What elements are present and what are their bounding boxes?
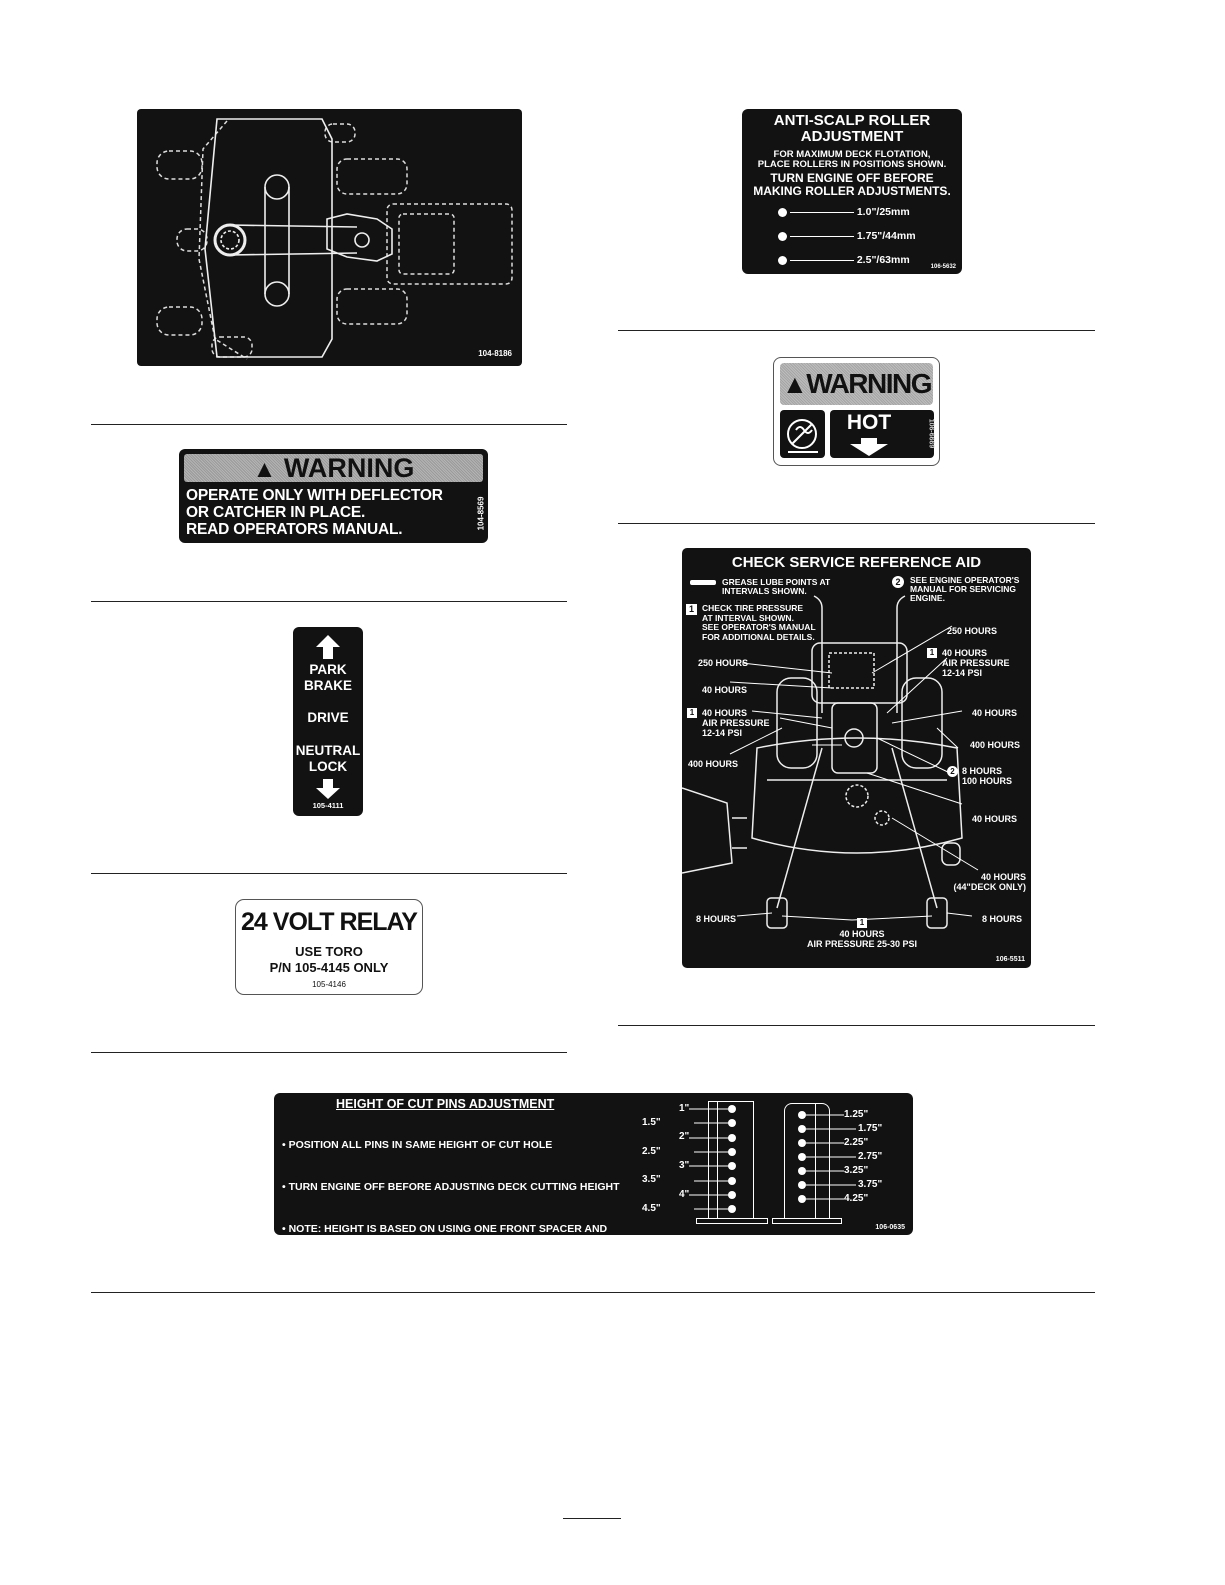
page-number-rule bbox=[563, 1518, 621, 1519]
divider bbox=[91, 424, 567, 425]
pin-bracket-right bbox=[784, 1103, 830, 1219]
legend-grease: GREASE LUBE POINTS AT INTERVALS SHOWN. bbox=[690, 578, 830, 596]
decal-code: 105-4111 bbox=[312, 801, 344, 810]
left-pin-holes-icon bbox=[689, 1105, 736, 1213]
warning-triangle-icon: ▲ bbox=[781, 369, 808, 399]
label-250-hours-left: 250 HOURS bbox=[698, 658, 749, 668]
number-box-icon: 1 bbox=[686, 604, 697, 615]
hot-surface-icon bbox=[780, 410, 825, 458]
divider bbox=[91, 1292, 1095, 1293]
number-box-icon: 1 bbox=[927, 648, 937, 658]
grease-gun-icon bbox=[690, 580, 716, 585]
label-40-hours-right-2: 40 HOURS bbox=[972, 814, 1018, 824]
roller-warning: TURN ENGINE OFF BEFORE MAKING ROLLER ADJ… bbox=[753, 171, 951, 198]
warning-triangle-icon: ▲ bbox=[252, 456, 277, 483]
label-40-hours-right-1: 40 HOURS bbox=[972, 708, 1018, 718]
arrow-down-icon bbox=[316, 779, 340, 799]
roller-dot-icon bbox=[778, 255, 787, 265]
legend-tire: 1 CHECK TIRE PRESSURE AT INTERVAL SHOWN.… bbox=[686, 603, 816, 642]
label-40-hours-left: 40 HOURS bbox=[702, 685, 748, 695]
hot-panel: HOT 106-6669 bbox=[830, 410, 935, 458]
warning-banner: ▲WARNING bbox=[780, 363, 933, 405]
divider bbox=[618, 523, 1095, 524]
pin-bracket-left bbox=[708, 1101, 754, 1219]
divider bbox=[91, 1052, 567, 1053]
decal-code: 105-4146 bbox=[312, 980, 346, 989]
park-brake-label: PARK BRAKE bbox=[303, 662, 352, 693]
divider bbox=[618, 330, 1095, 331]
relay-title: 24 VOLT RELAY bbox=[241, 908, 418, 936]
decal-code: 106-5511 bbox=[995, 956, 1025, 963]
drive-label: DRIVE bbox=[307, 710, 349, 725]
relay-line1: USE TORO bbox=[295, 944, 363, 959]
hot-label: HOT bbox=[846, 411, 892, 434]
number-box-icon: 1 bbox=[857, 918, 867, 928]
decal-104-8186: 104-8186 bbox=[137, 109, 522, 366]
decal-code: 106-6669 bbox=[927, 418, 935, 449]
decal-106-5511: CHECK SERVICE REFERENCE AID GREASE LUBE … bbox=[682, 548, 1031, 968]
number-box-icon: 1 bbox=[687, 708, 697, 718]
label-8-100-hours: 2 8 HOURS 100 HOURS bbox=[947, 766, 1012, 786]
neutral-lock-label: NEUTRAL LOCK bbox=[295, 743, 361, 774]
decal-106-6669: ▲WARNING HOT 106-6669 bbox=[773, 357, 940, 466]
arrow-up-icon bbox=[316, 635, 340, 659]
decal-105-4111: PARK BRAKE DRIVE NEUTRAL LOCK 105-4111 bbox=[293, 627, 363, 816]
roller-position-3: 2.5"/63mm bbox=[778, 253, 910, 267]
decal-105-4146: 24 VOLT RELAY USE TORO P/N 105-4145 ONLY… bbox=[235, 899, 423, 995]
roller-position-2: 1.75"/44mm bbox=[778, 229, 916, 243]
number-circle-icon: 2 bbox=[892, 576, 904, 588]
decal-106-0635: HEIGHT OF CUT PINS ADJUSTMENT • POSITION… bbox=[274, 1093, 913, 1428]
decal-code: 106-5632 bbox=[930, 264, 956, 270]
decal-code: 106-0635 bbox=[875, 1224, 905, 1231]
decal-code: 104-8186 bbox=[478, 349, 512, 358]
roller-dot-icon bbox=[778, 207, 787, 217]
arrow-down-icon bbox=[850, 438, 888, 456]
label-400-hours-left: 400 HOURS bbox=[688, 759, 739, 769]
mower-service-diagram-icon bbox=[682, 595, 979, 929]
roller-title: ANTI-SCALP ROLLER ADJUSTMENT bbox=[773, 112, 931, 145]
label-8-hours-left: 8 HOURS bbox=[696, 914, 737, 924]
label-40-hours-air-right: 1 40 HOURS AIR PRESSURE 12-14 PSI bbox=[927, 648, 1010, 678]
decal-106-5632: ANTI-SCALP ROLLER ADJUSTMENT FOR MAXIMUM… bbox=[742, 109, 962, 274]
label-40-hours-44-deck: 40 HOURS (44"DECK ONLY) bbox=[953, 872, 1026, 892]
decal-code: 104-8569 bbox=[476, 496, 486, 531]
decal-104-8569: ▲ WARNING OPERATE ONLY WITH DEFLECTOR OR… bbox=[179, 449, 488, 543]
pin-base-right bbox=[772, 1218, 842, 1224]
label-40-hours-air-left: 1 40 HOURS AIR PRESSURE 12-14 PSI bbox=[687, 708, 770, 738]
deck-belt-diagram-icon bbox=[156, 118, 513, 360]
divider bbox=[91, 873, 567, 874]
hoc-title: HEIGHT OF CUT PINS ADJUSTMENT bbox=[336, 1097, 555, 1111]
warning-banner: ▲ WARNING bbox=[184, 453, 483, 483]
divider bbox=[91, 601, 567, 602]
warning-text: OPERATE ONLY WITH DEFLECTOR OR CATCHER I… bbox=[186, 487, 443, 538]
divider bbox=[618, 1025, 1095, 1026]
right-pin-holes-icon bbox=[798, 1111, 856, 1203]
roller-position-1: 1.0"/25mm bbox=[778, 205, 910, 219]
relay-line2: P/N 105-4145 ONLY bbox=[269, 960, 389, 975]
number-circle-icon: 2 bbox=[947, 766, 958, 777]
warning-banner-text: WARNING bbox=[283, 453, 415, 483]
label-400-hours-right: 400 HOURS bbox=[970, 740, 1021, 750]
roller-dot-icon bbox=[778, 231, 787, 241]
label-8-hours-right: 8 HOURS bbox=[982, 914, 1023, 924]
pin-base-left bbox=[696, 1218, 768, 1224]
hoc-bullets: • POSITION ALL PINS IN SAME HEIGHT OF CU… bbox=[282, 1139, 620, 1428]
legend-engine: 2 SEE ENGINE OPERATOR'S MANUAL FOR SERVI… bbox=[892, 576, 1019, 603]
roller-subtitle: FOR MAXIMUM DECK FLOTATION, PLACE ROLLER… bbox=[757, 149, 947, 170]
label-250-hours-right: 250 HOURS bbox=[947, 626, 998, 636]
service-title: CHECK SERVICE REFERENCE AID bbox=[731, 554, 982, 571]
label-40-hours-tire: 1 40 HOURS AIR PRESSURE 25-30 PSI bbox=[806, 918, 918, 949]
